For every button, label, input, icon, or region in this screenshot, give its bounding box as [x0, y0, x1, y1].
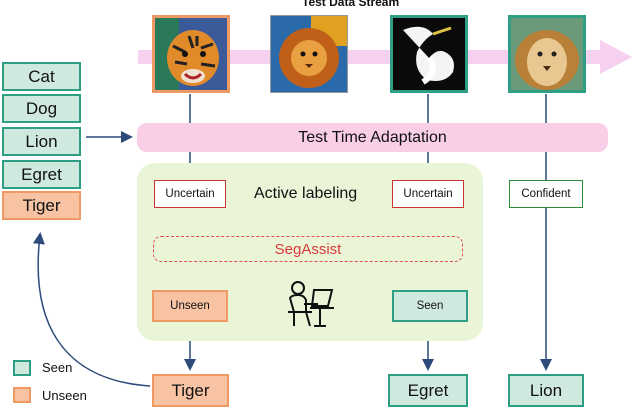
class-item-egret: Egret [2, 160, 81, 189]
tag-label: Uncertain [165, 188, 215, 200]
active-labeling-label: Active labeling [254, 185, 358, 202]
result-label: Tiger [171, 380, 210, 400]
lion-painting-icon [271, 16, 347, 92]
result-egret: Egret [388, 374, 468, 407]
tag-label: Seen [416, 300, 444, 312]
stream-image-lion [270, 15, 348, 93]
lion-face-painting-icon [511, 18, 583, 90]
diagram-title: Test Data Stream [302, 0, 400, 9]
tag-label: Confident [521, 188, 571, 200]
class-label: Egret [21, 164, 62, 184]
legend-unseen-swatch [13, 387, 31, 403]
class-label: Cat [28, 66, 55, 86]
uncertain-tag-tiger: Uncertain [154, 180, 226, 208]
tta-label: Test Time Adaptation [298, 128, 447, 146]
egret-painting-icon [393, 18, 465, 90]
stream-image-lion-face [508, 15, 586, 93]
class-label: Dog [25, 98, 58, 118]
result-label: Lion [529, 380, 563, 400]
tag-label: Uncertain [403, 188, 453, 200]
class-item-tiger: Tiger [2, 191, 81, 220]
seen-tag: Seen [392, 290, 468, 322]
tag-label: Unseen [170, 300, 210, 312]
feedback-arrow [32, 232, 151, 387]
class-item-cat: Cat [2, 62, 81, 91]
class-label: Tiger [22, 195, 61, 215]
annotator-icon [288, 281, 334, 327]
stream-arrow [138, 40, 632, 74]
result-lion: Lion [508, 374, 584, 407]
legend-unseen-label: Unseen [42, 388, 87, 403]
confident-tag-lion: Confident [509, 180, 583, 208]
stream-image-egret [390, 15, 468, 93]
tta-bar: Test Time Adaptation [137, 123, 608, 152]
uncertain-tag-egret: Uncertain [392, 180, 464, 208]
legend-seen-label: Seen [42, 360, 73, 375]
stream-image-tiger [152, 15, 230, 93]
result-label: Egret [407, 380, 449, 400]
unseen-tag: Unseen [152, 290, 228, 322]
segassist-label: SegAssist [274, 240, 342, 258]
legend-seen-swatch [13, 360, 31, 376]
tiger-painting-icon [155, 18, 227, 90]
class-item-dog: Dog [2, 94, 81, 123]
result-tiger: Tiger [152, 374, 229, 407]
segassist-box: SegAssist [153, 236, 463, 262]
class-label: Lion [25, 131, 58, 151]
class-item-lion: Lion [2, 127, 81, 156]
